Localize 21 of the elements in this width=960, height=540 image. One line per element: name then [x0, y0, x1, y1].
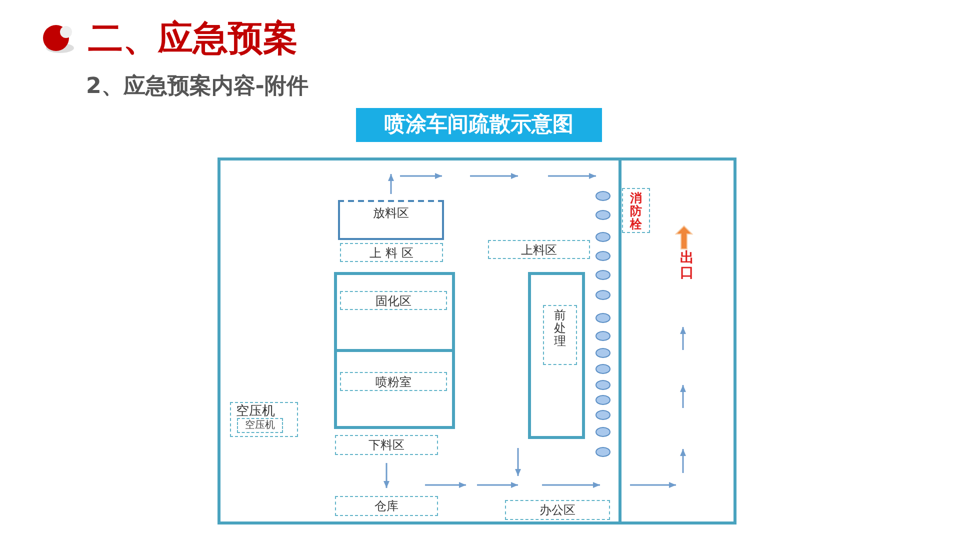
- zone-label-box: 固化区: [340, 291, 447, 310]
- arrow: [384, 463, 390, 488]
- zone-box: 放料区: [338, 200, 444, 240]
- title: 二、应急预案: [88, 18, 298, 61]
- room-box: [528, 272, 585, 439]
- fire-hydrant-label-box: 消防栓: [622, 188, 650, 233]
- exit-label: 出口: [680, 251, 694, 282]
- subtitle: 2、应急预案内容-附件: [86, 72, 308, 101]
- zone-label-box: 仓库: [335, 496, 438, 516]
- title-banner: 喷涂车间疏散示意图: [356, 108, 602, 142]
- zone-label-box: 下料区: [335, 435, 438, 455]
- zone-label-box: 喷粉室: [340, 372, 447, 391]
- zone-label-box: 办公区: [505, 500, 610, 520]
- equipment-box: 空压机 空压机: [230, 402, 298, 437]
- room-box: [334, 349, 455, 429]
- zone-label-box: 上料区: [488, 240, 590, 259]
- zone-label-box: 上 料 区: [340, 243, 443, 262]
- arrow: [388, 174, 394, 194]
- zone-label-box: 前处理: [543, 305, 577, 365]
- equipment-label-box: 空压机: [237, 418, 283, 433]
- room-box: [334, 272, 455, 352]
